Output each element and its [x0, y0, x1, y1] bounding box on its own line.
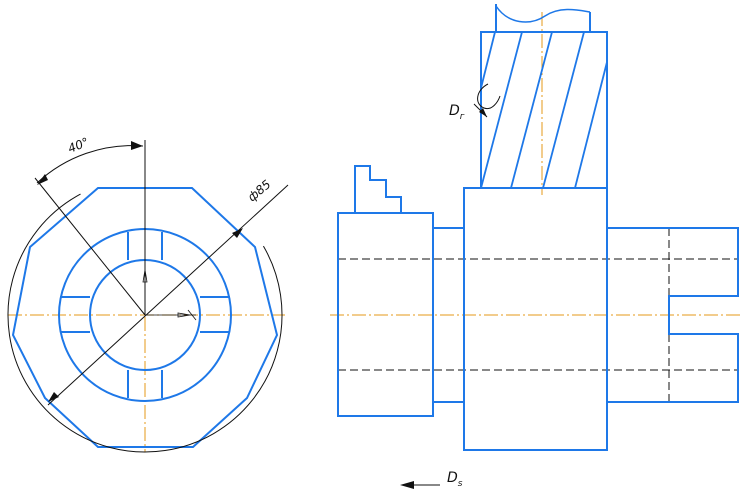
right-part — [607, 227, 739, 403]
front-view: ф85 40° — [7, 135, 289, 453]
shank-break-line — [495, 5, 591, 23]
outer-decagon — [11, 187, 279, 448]
helical-teeth — [480, 31, 608, 189]
angle-arrow-left — [37, 174, 48, 185]
feed-arrow-head — [400, 481, 414, 489]
diameter-label: ф85 — [245, 177, 274, 204]
rotation-arrow — [477, 83, 501, 110]
slots — [60, 232, 230, 398]
stepped-profile — [354, 165, 402, 213]
diameter-arrow-bottom — [48, 392, 59, 402]
side-view — [330, 4, 740, 489]
gear-tool — [480, 31, 608, 189]
ds-label: Ds — [447, 470, 463, 489]
diameter-dimension-line — [47, 184, 289, 406]
central-body — [463, 187, 608, 451]
diameter-arrow-top — [232, 228, 243, 238]
diameter-circle — [7, 177, 283, 453]
rotation-pointer-head — [479, 108, 487, 117]
angle-arrow-right — [131, 141, 143, 150]
angle-radial-line — [34, 177, 146, 316]
dg-label: Dг — [449, 103, 465, 122]
angle-arc — [36, 145, 144, 184]
workpiece-block — [337, 212, 434, 417]
axis-markers — [142, 268, 197, 321]
